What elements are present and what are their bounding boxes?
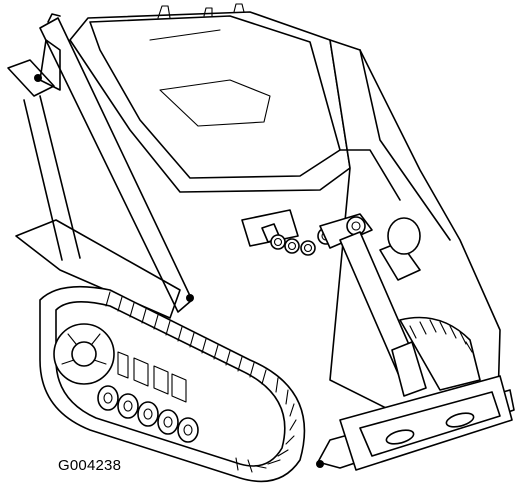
figure-code: G004238 [58,457,122,474]
road-wheels [97,385,199,443]
dozer-blade [317,375,515,471]
pivot-pins [34,74,324,468]
hydraulic-couplers [241,209,373,256]
lift-cylinder [339,217,427,397]
left-track [39,285,306,483]
right-track [399,316,481,391]
left-loader-arm [7,13,193,319]
